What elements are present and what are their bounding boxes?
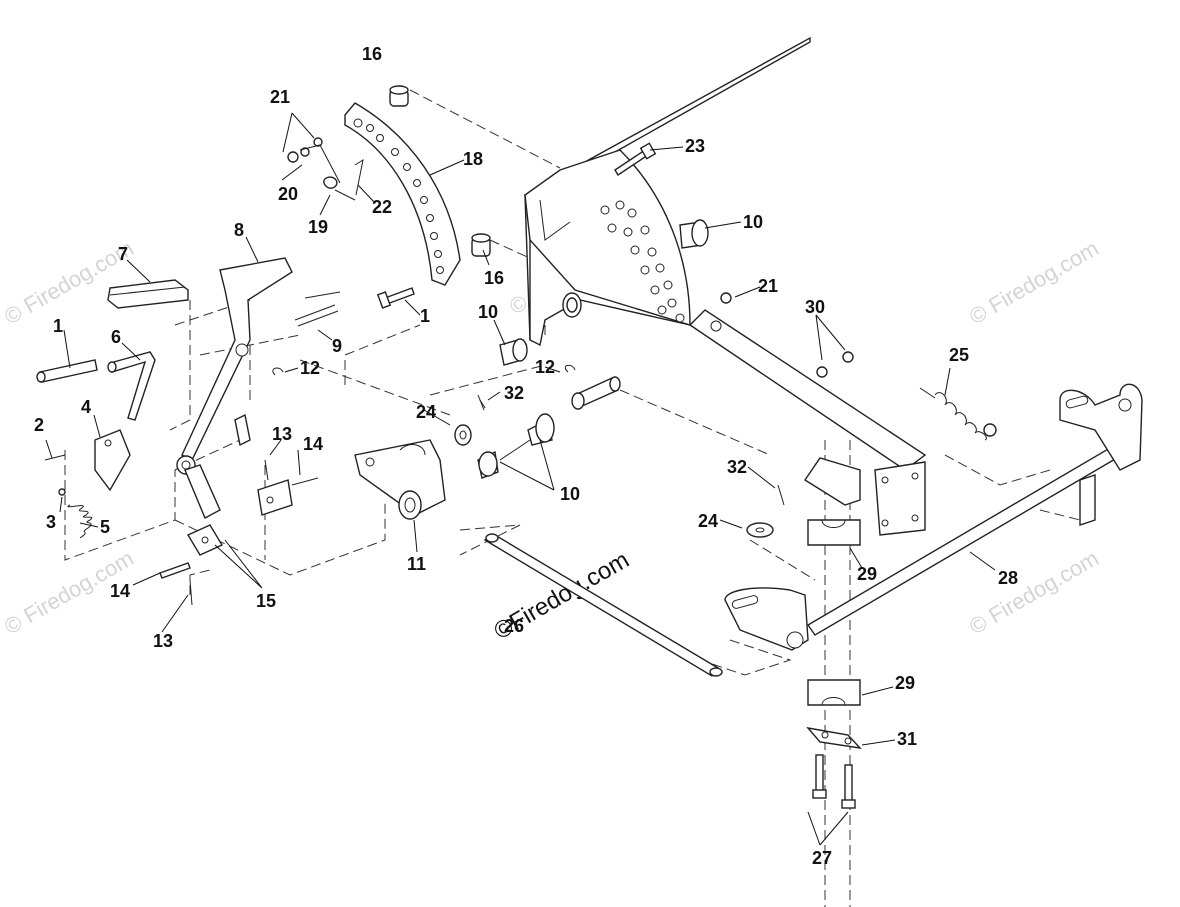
latch-block [44, 429, 131, 539]
label-13-lower: 13 [153, 631, 173, 651]
label-18: 18 [463, 149, 483, 169]
label-8: 8 [234, 220, 244, 240]
label-10-mid: 10 [478, 302, 498, 322]
link-rod [483, 533, 723, 677]
nut-21-right [720, 292, 732, 304]
label-27: 27 [812, 848, 832, 868]
pivot-pin [564, 364, 621, 410]
link-15 [159, 459, 319, 606]
bushings-lower [454, 399, 555, 479]
flange-bushing-top [679, 219, 709, 249]
assembly-guide-lines [64, 89, 1081, 907]
hardware-21-20-19-22 [287, 137, 364, 201]
label-2: 2 [34, 415, 44, 435]
bellcrank [354, 439, 446, 520]
bolts-9 [294, 291, 341, 327]
label-23: 23 [685, 136, 705, 156]
bushings-middle [499, 292, 582, 366]
label-1-left: 1 [53, 316, 63, 336]
label-19: 19 [308, 217, 328, 237]
label-32-left: 32 [504, 383, 524, 403]
label-10-lower: 10 [560, 484, 580, 504]
label-24-left: 24 [416, 402, 436, 422]
label-16-top: 16 [362, 44, 382, 64]
pedal-arm [176, 257, 293, 475]
label-7: 7 [118, 244, 128, 264]
spacer-bushings [389, 85, 491, 257]
label-21-left: 21 [270, 87, 290, 107]
label-26: 26 [504, 616, 524, 636]
label-13-upper: 13 [272, 424, 292, 444]
label-14-upper: 14 [303, 434, 323, 454]
label-11: 11 [407, 554, 426, 574]
label-14-lower: 14 [110, 581, 130, 601]
label-12-left: 12 [300, 358, 320, 378]
label-6: 6 [111, 327, 121, 347]
label-30: 30 [805, 297, 825, 317]
label-25: 25 [949, 345, 969, 365]
clamp-blocks [807, 519, 861, 706]
watermark-right-upper: © Firedog.com [965, 235, 1103, 329]
part-labels: 16 21 20 19 22 18 23 10 21 16 1 10 8 7 1… [34, 44, 1018, 868]
spring-25 [919, 387, 997, 441]
bracket-assembly [804, 351, 926, 536]
label-24-right: 24 [698, 511, 718, 531]
label-1-right: 1 [420, 306, 430, 326]
label-3: 3 [46, 512, 56, 532]
label-9: 9 [332, 336, 342, 356]
bolt-1-right [376, 287, 415, 309]
hand-lever [36, 351, 156, 421]
label-29-lower: 29 [895, 673, 915, 693]
clips-pins [272, 367, 485, 411]
label-21-right: 21 [758, 276, 778, 296]
bolt-23 [614, 142, 657, 176]
label-5: 5 [100, 517, 110, 537]
label-32-right: 32 [727, 457, 747, 477]
lift-shaft [724, 383, 1143, 651]
label-22: 22 [372, 197, 392, 217]
pedal-pad [107, 279, 189, 309]
label-28: 28 [998, 568, 1018, 588]
label-10-top: 10 [743, 212, 763, 232]
label-29-upper: 29 [857, 564, 877, 584]
clamp-plate-bolts [806, 726, 862, 809]
leader-lines [45, 112, 996, 846]
label-15: 15 [256, 591, 276, 611]
label-16-mid: 16 [484, 268, 504, 288]
label-20: 20 [278, 184, 298, 204]
watermark-right-lower: © Firedog.com [965, 545, 1103, 639]
label-4: 4 [81, 397, 91, 417]
quadrant-sector [344, 102, 461, 286]
lift-arm [688, 309, 927, 471]
label-31: 31 [897, 729, 917, 749]
label-12-right: 12 [535, 357, 555, 377]
